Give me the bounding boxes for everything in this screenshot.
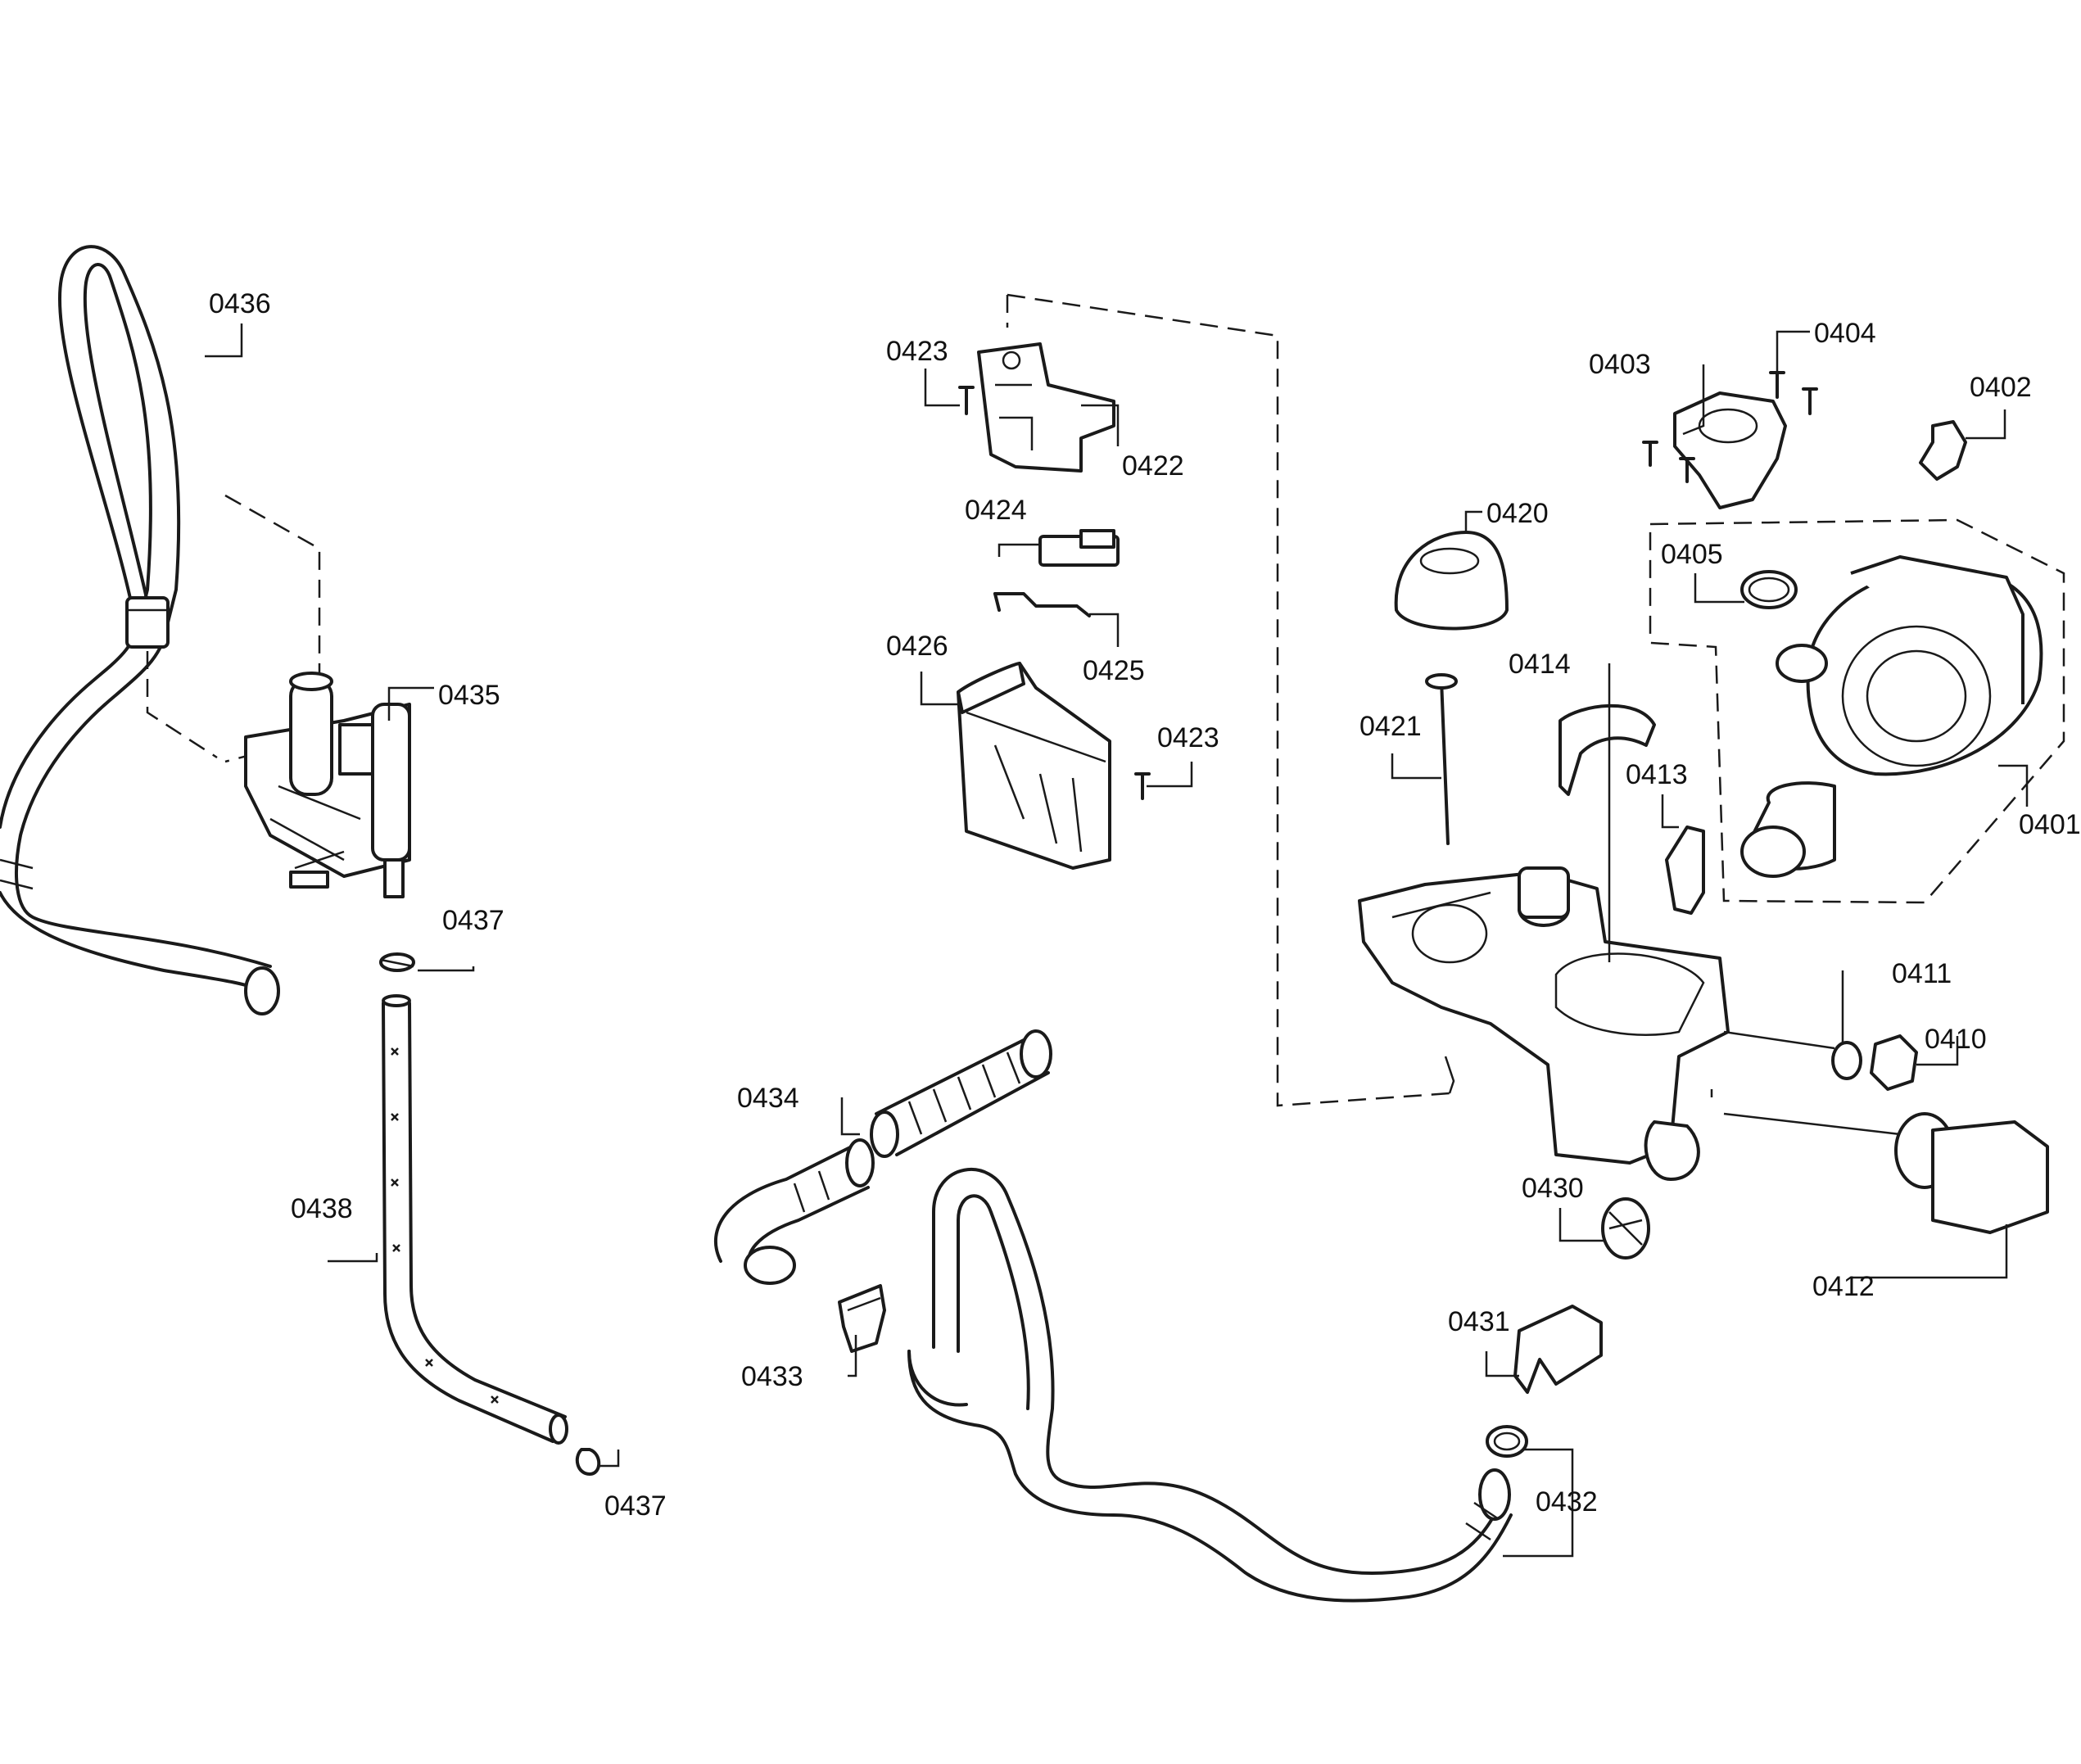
filter-0430	[1601, 1197, 1650, 1260]
callout-0435: 0435	[438, 680, 500, 711]
callout-0413: 0413	[1626, 759, 1688, 790]
callout-0424: 0424	[965, 495, 1027, 526]
screw-0423-upper	[958, 386, 975, 415]
callout-0425: 0425	[1083, 655, 1145, 686]
valve-block-0435	[244, 672, 411, 898]
sump-body	[1358, 866, 1730, 1181]
o-ring-0432	[1486, 1425, 1528, 1458]
screw-0423-lower	[1134, 772, 1151, 800]
fill-hose-0438	[382, 994, 568, 1445]
cover-0403	[1673, 391, 1787, 509]
callout-0421: 0421	[1359, 711, 1422, 742]
drain-pump-0412	[1931, 1120, 2049, 1234]
callout-0437: 0437	[442, 905, 504, 936]
callout-0438: 0438	[291, 1193, 353, 1224]
cover-0414	[1558, 703, 1656, 796]
callout-0410: 0410	[1925, 1024, 1987, 1055]
o-ring-0411	[1831, 1041, 1862, 1080]
callout-0405: 0405	[1661, 539, 1723, 570]
wire-clip-0425	[993, 592, 1091, 617]
assembly-link-dashed	[1006, 293, 1450, 1107]
callout-0423: 0423	[1157, 722, 1219, 753]
callout-0411: 0411	[1892, 958, 1952, 989]
assembly-link-dashed	[146, 651, 218, 759]
callout-0404: 0404	[1814, 318, 1876, 349]
basket-0426	[957, 662, 1111, 870]
cover-0431	[1513, 1305, 1603, 1394]
hose-clamp-0437-upper	[379, 952, 415, 972]
bracket-0422	[977, 342, 1115, 473]
callout-0403: 0403	[1589, 349, 1651, 380]
bracket-0402	[1919, 420, 1967, 481]
callout-0402: 0402	[1970, 372, 2032, 403]
callout-0430: 0430	[1522, 1173, 1584, 1204]
o-ring-0432-inner	[1493, 1432, 1521, 1451]
latch-0413	[1665, 825, 1705, 915]
drain-hose-loop	[907, 1167, 1513, 1603]
callout-0401: 0401	[2019, 809, 2081, 840]
callout-0432: 0432	[1536, 1486, 1598, 1517]
callout-0420: 0420	[1486, 498, 1549, 529]
leader-lines	[205, 323, 2029, 1558]
hose-clamp-0437-lower	[575, 1448, 601, 1476]
switch-0424	[1038, 529, 1120, 567]
callout-0436: 0436	[209, 288, 271, 319]
callout-0437: 0437	[604, 1490, 667, 1522]
corrugated-hose-0434	[714, 1029, 1052, 1285]
callout-0431: 0431	[1448, 1306, 1510, 1337]
callout-0422: 0422	[1122, 450, 1184, 482]
drain-hose-0436	[0, 245, 280, 1015]
cap-0420	[1394, 531, 1509, 631]
callout-0434: 0434	[737, 1083, 799, 1114]
filter-rod-0421	[1425, 673, 1458, 845]
callout-0412: 0412	[1812, 1271, 1875, 1302]
circulation-pump-0401	[1740, 555, 2043, 878]
callout-0433: 0433	[741, 1361, 803, 1392]
sensor-0410	[1870, 1034, 1918, 1091]
callout-0426: 0426	[886, 631, 948, 662]
callout-0414: 0414	[1509, 649, 1571, 680]
callout-labels: 0436 0435 0437 0438 0437 0423 0422 0424 …	[209, 288, 2081, 1522]
assembly-box-dashed	[1649, 518, 2065, 904]
callout-0423: 0423	[886, 336, 948, 367]
hose-clip-0433	[838, 1284, 886, 1353]
